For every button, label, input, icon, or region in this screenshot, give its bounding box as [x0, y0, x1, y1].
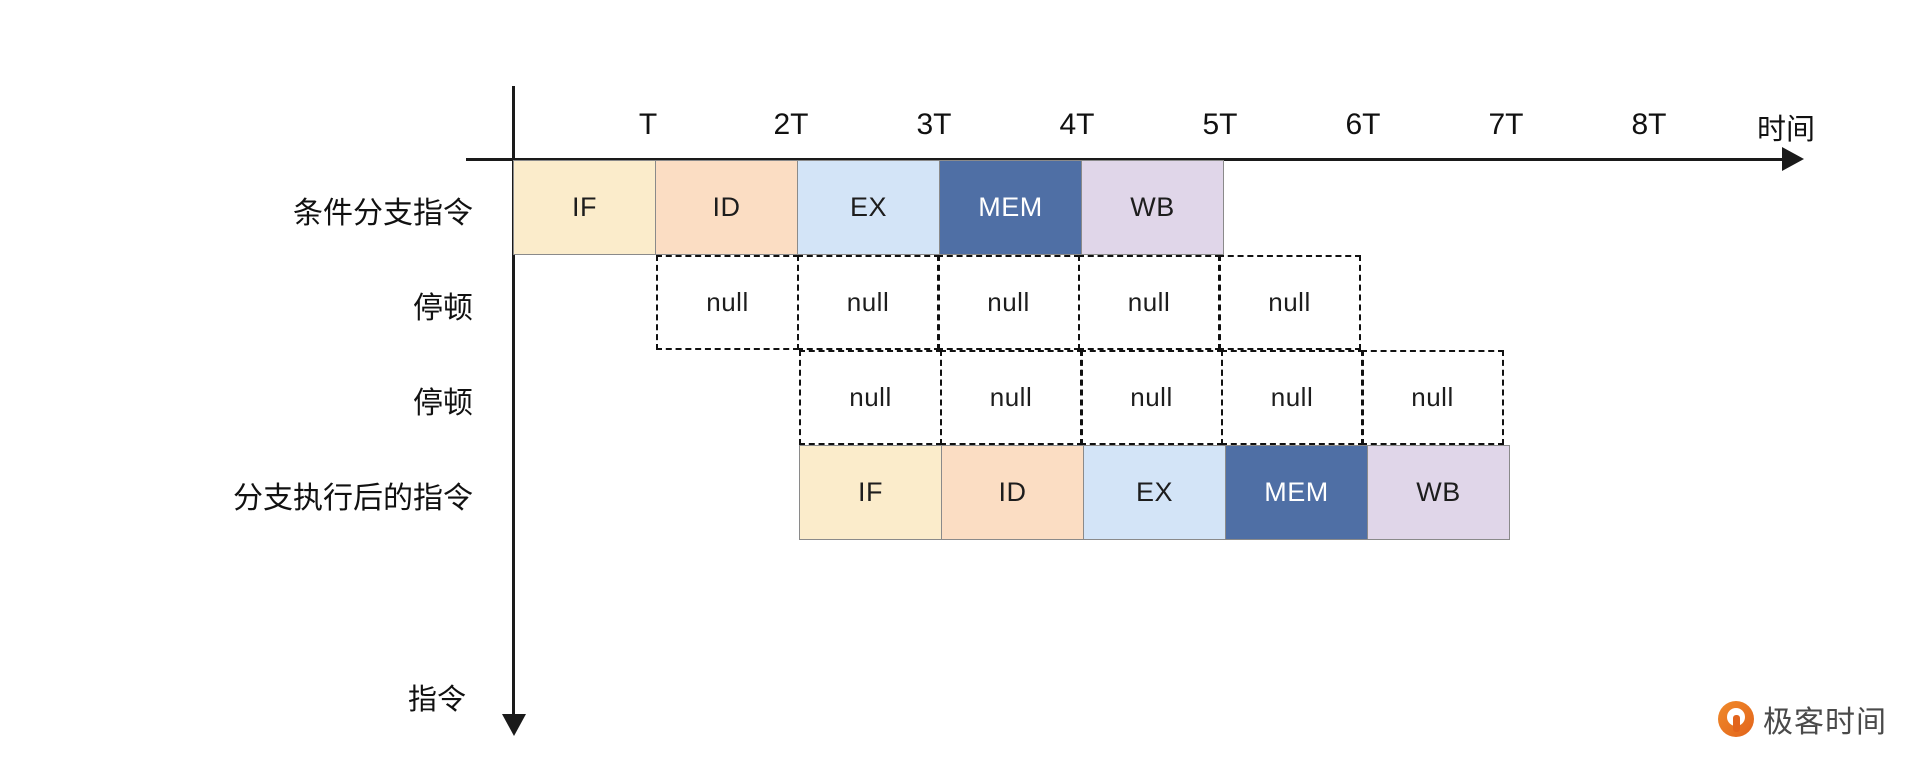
row-label-post-branch-instruction: 分支执行后的指令: [233, 481, 473, 515]
pipeline-cell-null: null: [939, 350, 1083, 445]
time-tick-7: 7T: [1488, 108, 1524, 141]
time-tick-2: 2T: [773, 108, 809, 141]
pipeline-cell-ex: EX: [797, 160, 940, 255]
time-tick-8: 8T: [1631, 108, 1667, 141]
time-axis-label: 时间: [1757, 114, 1816, 146]
pipeline-cell-if: IF: [799, 445, 942, 540]
pipeline-cell-null: null: [1080, 350, 1223, 445]
geektime-logo-text: 极客时间: [1763, 706, 1887, 739]
geektime-watermark: 极客时间: [1718, 697, 1887, 741]
pipeline-cell-null: null: [1077, 255, 1221, 350]
row-label-branch-instruction: 条件分支指令: [293, 196, 473, 230]
time-tick-6: 6T: [1345, 108, 1381, 141]
pipeline-cell-ex: EX: [1083, 445, 1226, 540]
pipeline-cell-id: ID: [655, 160, 798, 255]
pipeline-cell-null: null: [796, 255, 940, 350]
row-label-stall-2: 停顿: [413, 386, 473, 420]
time-tick-4: 4T: [1059, 108, 1095, 141]
pipeline-cell-null: null: [1220, 350, 1364, 445]
pipeline-cell-null: null: [656, 255, 799, 350]
time-tick-5: 5T: [1202, 108, 1238, 141]
pipeline-cell-wb: WB: [1081, 160, 1224, 255]
pipeline-cell-null: null: [1361, 350, 1504, 445]
pipeline-cell-null: null: [1218, 255, 1361, 350]
instruction-axis-line: [512, 86, 515, 718]
pipeline-cell-if: IF: [513, 160, 656, 255]
pipeline-cell-mem: MEM: [939, 160, 1082, 255]
time-tick-3: 3T: [916, 108, 952, 141]
instruction-axis-arrow-icon: [502, 714, 526, 736]
pipeline-cell-id: ID: [941, 445, 1084, 540]
pipeline-cell-wb: WB: [1367, 445, 1510, 540]
pipeline-cell-mem: MEM: [1225, 445, 1368, 540]
pipeline-cell-null: null: [937, 255, 1080, 350]
geektime-logo-icon: [1718, 701, 1754, 737]
time-tick-1: T: [638, 108, 658, 141]
time-axis-line: [466, 158, 1786, 161]
row-label-stall-1: 停顿: [413, 291, 473, 325]
instruction-axis-label: 指令: [408, 684, 467, 716]
pipeline-cell-null: null: [799, 350, 942, 445]
time-axis-arrow-icon: [1782, 147, 1804, 171]
